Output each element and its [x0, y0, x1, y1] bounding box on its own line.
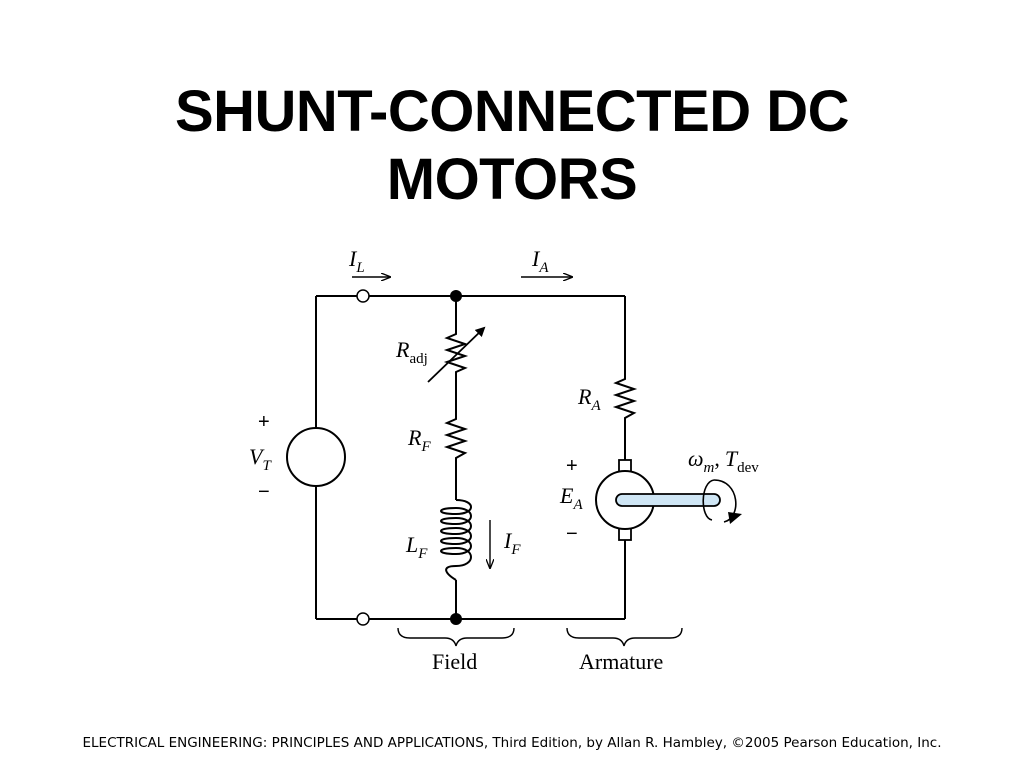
radj-resistor-icon — [443, 330, 469, 380]
ra-resistor-icon — [612, 375, 638, 425]
field-brace-icon — [397, 627, 515, 647]
ea-minus-sign: − — [566, 523, 578, 545]
motor-shaft-icon — [615, 493, 721, 507]
ea-plus-sign: + — [566, 455, 578, 477]
ra-label: RA — [577, 384, 601, 414]
vt-plus-sign: + — [258, 411, 270, 433]
rf-resistor-icon — [443, 415, 469, 466]
junction-bottom — [450, 613, 462, 625]
il-label: IL — [348, 246, 365, 276]
rotation-arrow-icon — [713, 479, 737, 523]
terminal-bottom — [356, 612, 370, 626]
vt-minus-sign: − — [258, 481, 270, 503]
rotation-arrowhead-icon — [728, 512, 742, 524]
ia-label: IA — [531, 246, 549, 276]
field-label: Field — [432, 649, 477, 674]
inductor-coil-icon — [440, 499, 472, 581]
vt-label: VT — [249, 444, 272, 474]
armature-brace-icon — [566, 627, 683, 647]
speed-torque-label: ωm,Tdev — [688, 446, 759, 476]
title-line-1: SHUNT-CONNECTED DC — [174, 79, 850, 144]
shunt-motor-circuit-diagram: IL IA Radj RF LF IF RA + VT − + EA − ωm,… — [249, 246, 759, 674]
ea-label: EA — [559, 483, 583, 513]
terminal-top — [356, 289, 370, 303]
radj-variable-arrow-icon — [427, 326, 486, 383]
wires — [315, 295, 626, 620]
copyright-footer: ELECTRICAL ENGINEERING: PRINCIPLES AND A… — [82, 735, 942, 751]
junction-top — [450, 290, 462, 302]
armature-label: Armature — [579, 649, 663, 674]
rf-label: RF — [407, 425, 431, 455]
voltage-source-icon — [286, 427, 346, 487]
radj-label: Radj — [395, 337, 428, 367]
lf-label: LF — [405, 532, 428, 562]
if-label: IF — [503, 528, 521, 558]
title-line-2: MOTORS — [386, 147, 638, 212]
rotation-arrow-left-icon — [702, 479, 715, 521]
slide-title: SHUNT-CONNECTED DC MOTORS — [0, 78, 1024, 214]
